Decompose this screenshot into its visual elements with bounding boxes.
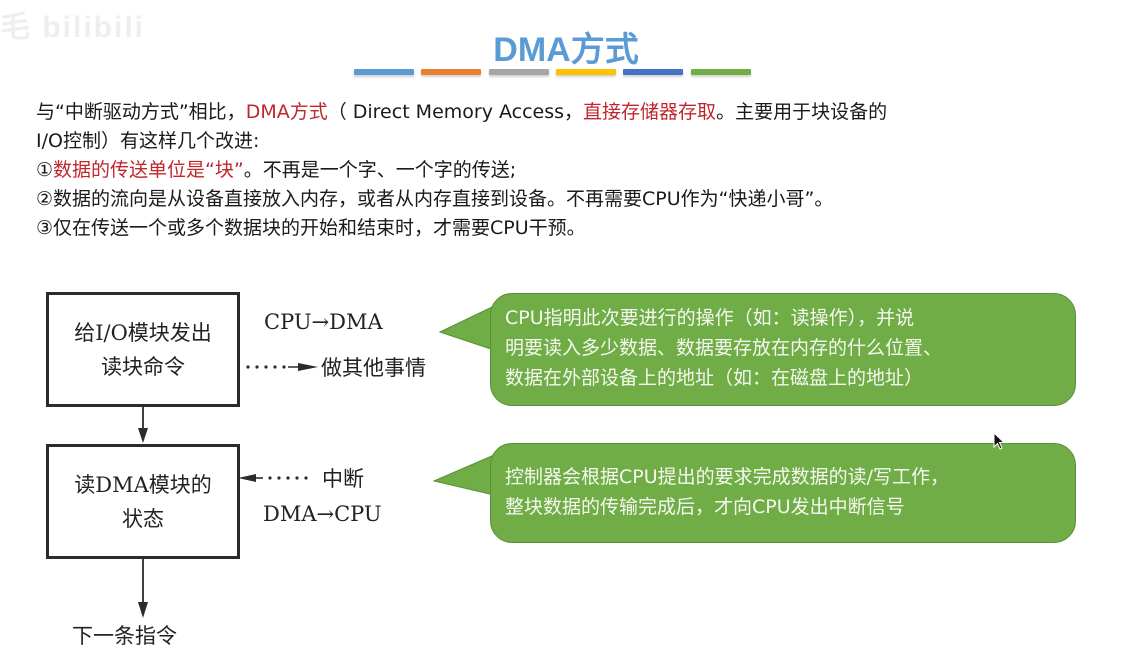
arrowhead-down-1 xyxy=(138,428,148,443)
intro-text-segment: 与“中断驱动方式”相比， xyxy=(36,101,246,123)
point1-highlight: 数据的传送单位是“块” xyxy=(53,159,244,181)
title-bar-3 xyxy=(489,69,549,75)
direct-memory-access-highlight: 直接存储器存取 xyxy=(583,101,717,123)
callout2-line-1: 控制器会根据CPU提出的要求完成数据的读/写工作， xyxy=(505,466,950,488)
intro-line-2: I/O控制）有这样几个改进: xyxy=(36,130,260,152)
callout2-tail xyxy=(432,454,495,496)
intro-text-segment: （ Direct Memory Access， xyxy=(327,101,584,123)
callout1-line-1: CPU指明此次要进行的操作（如：读操作），并说 xyxy=(505,307,915,329)
dma-to-cpu-label: DMA→CPU xyxy=(263,502,382,526)
slide-title: DMA方式 xyxy=(493,31,639,69)
intro-text-segment: 。主要用于块设备的 xyxy=(716,101,888,123)
box1-line-1: 给I/O模块发出 xyxy=(74,320,212,345)
dotted-arrow-interrupt xyxy=(238,474,308,482)
next-instruction-label: 下一条指令 xyxy=(72,624,177,648)
callout1-tail xyxy=(438,305,495,351)
title-bar-1 xyxy=(354,69,414,75)
improvement-point-1: ①数据的传送单位是“块”。不再是一个字、一个字的传送; xyxy=(36,156,1121,185)
callout2-line-2: 整块数据的传输完成后，才向CPU发出中断信号 xyxy=(505,496,905,518)
box2-line-1: 读DMA模块的 xyxy=(74,472,212,497)
box1-line-2: 读块命令 xyxy=(101,354,185,379)
callout1-line-2: 明要读入多少数据、数据要存放在内存的什么位置、 xyxy=(505,337,943,359)
mouse-cursor-icon xyxy=(993,432,1006,450)
callout-cpu-specifies-operation: CPU指明此次要进行的操作（如：读操作），并说 明要读入多少数据、数据要存放在内… xyxy=(490,293,1076,406)
callout-controller-completes-transfer: 控制器会根据CPU提出的要求完成数据的读/写工作， 整块数据的传输完成后，才向C… xyxy=(490,443,1076,543)
arrowhead-down-2 xyxy=(138,602,148,618)
cpu-to-dma-label: CPU→DMA xyxy=(264,310,383,334)
improvement-point-3: ③仅在传送一个或多个数据块的开始和结束时，才需要CPU干预。 xyxy=(36,217,586,239)
box2-line-2: 状态 xyxy=(121,506,164,531)
dma-term-highlight: DMA方式 xyxy=(245,101,328,123)
title-bar-2 xyxy=(421,69,481,75)
bilibili-watermark: 毛 bilibili xyxy=(0,11,145,44)
title-bar-4 xyxy=(556,69,616,75)
point-number: ① xyxy=(36,159,54,181)
intro-text: 与“中断驱动方式”相比，DMA方式（ Direct Memory Access，… xyxy=(36,98,1121,243)
do-other-work-label: 做其他事情 xyxy=(321,356,426,380)
read-dma-status-box: 读DMA模块的 状态 xyxy=(46,444,240,559)
callout1-line-3: 数据在外部设备上的地址（如：在磁盘上的地址） xyxy=(505,367,924,389)
improvement-point-2: ②数据的流向是从设备直接放入内存，或者从内存直接到设备。不再需要CPU作为“快递… xyxy=(36,188,834,210)
title-bar-6 xyxy=(691,69,751,75)
interrupt-label: 中断 xyxy=(322,467,364,491)
intro-line-1: 与“中断驱动方式”相比，DMA方式（ Direct Memory Access，… xyxy=(36,98,1121,127)
dotted-arrow-to-other-work xyxy=(246,363,318,371)
title-bar-5 xyxy=(623,69,683,75)
point1-rest: 。不再是一个字、一个字的传送; xyxy=(243,159,517,181)
